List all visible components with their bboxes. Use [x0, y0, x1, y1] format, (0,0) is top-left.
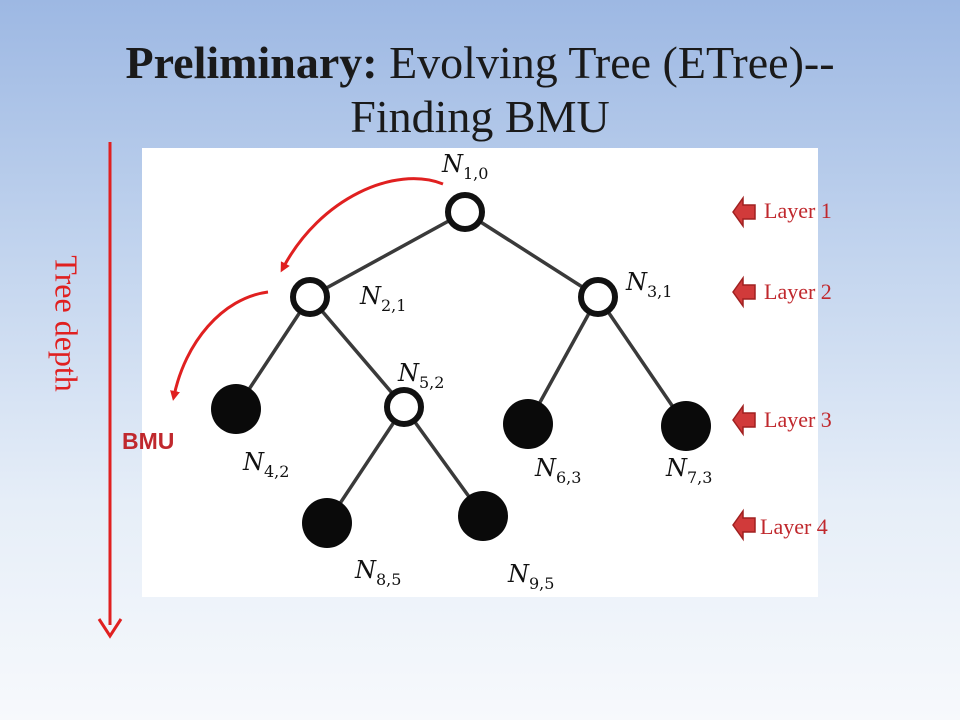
title-bold: Preliminary: — [125, 37, 378, 88]
tree-edge-2-1-to-5-2 — [308, 295, 406, 409]
node-label-2-1: N2,1 — [359, 282, 406, 315]
tree-node-1-0 — [445, 192, 485, 232]
node-label-4-2: N4,2 — [242, 448, 289, 481]
layer-label-3: Layer 3 — [764, 407, 832, 432]
tree-node-4-2 — [211, 384, 261, 434]
tree-node-8-5 — [302, 498, 352, 548]
tree-edge-1-0-to-2-1 — [309, 210, 466, 299]
bmu-label: BMU — [122, 428, 175, 454]
node-label-7-3: N7,3 — [665, 454, 712, 487]
layer-label-2: Layer 2 — [764, 279, 832, 304]
tree-edge-3-1-to-7-3 — [596, 296, 688, 427]
layer-4-pointer-arrow — [732, 508, 756, 542]
slide-title: Preliminary: Evolving Tree (ETree)-- Fin… — [40, 36, 920, 144]
tree-node-6-3 — [503, 399, 553, 449]
node-label-8-5: N8,5 — [354, 556, 401, 589]
layer-label-4: Layer 4 — [760, 514, 828, 539]
layer-label-1: Layer 1 — [764, 198, 832, 223]
search-arrow-root-to-child — [280, 177, 444, 273]
layer-3-pointer-arrow — [732, 403, 756, 437]
node-label-6-3: N6,3 — [534, 454, 581, 487]
layer-1-pointer-arrow — [732, 195, 756, 229]
tree-node-2-1 — [290, 277, 330, 317]
tree-edge-1-0-to-3-1 — [464, 210, 599, 299]
tree-node-9-5 — [458, 491, 508, 541]
node-label-3-1: N3,1 — [625, 268, 672, 301]
title-line-1: Preliminary: Evolving Tree (ETree)-- — [40, 36, 920, 90]
node-label-1-0: N1,0 — [441, 150, 488, 183]
search-arrow-child-to-bmu — [170, 290, 269, 401]
layer-2-pointer-arrow — [732, 275, 756, 309]
tree-node-7-3 — [661, 401, 711, 451]
tree-node-3-1 — [578, 277, 618, 317]
node-label-5-2: N5,2 — [397, 359, 444, 392]
title-main: Evolving Tree (ETree)-- — [389, 37, 835, 88]
tree-node-5-2 — [384, 387, 424, 427]
node-label-9-5: N9,5 — [507, 560, 554, 593]
tree-depth-arrowhead — [97, 618, 123, 639]
title-line-2: Finding BMU — [350, 91, 610, 142]
